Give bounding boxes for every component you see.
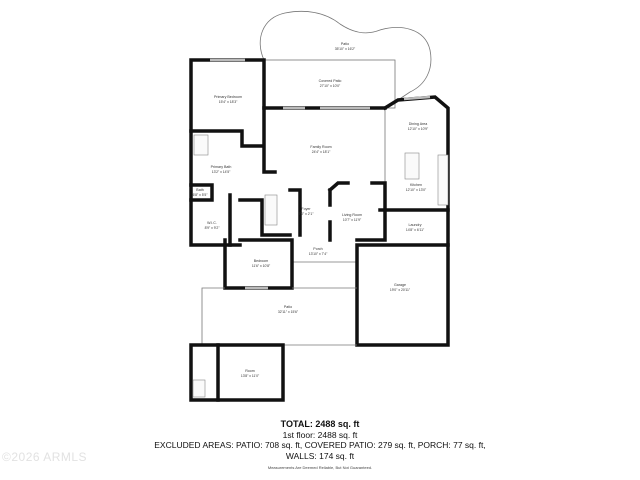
room-dims: 24'4" x 18'1" (312, 150, 331, 154)
room-name: W.I.C. (207, 221, 217, 225)
kitchen-counter (437, 154, 449, 206)
room-name: Primary Bath (211, 165, 232, 169)
excluded-areas: EXCLUDED AREAS: PATIO: 708 sq. ft, COVER… (154, 440, 486, 450)
room-name: Room (245, 369, 255, 373)
room-dims: 32'11" x 15'6" (278, 310, 299, 314)
room-name: Living Room (342, 213, 362, 217)
room-dims: 27'10" x 10'0" (320, 84, 341, 88)
room-dims: 7'0" x 2'1" (299, 212, 315, 216)
room-dims: 11'6" x 10'8" (252, 264, 271, 268)
room-labels: Patio 35'10" x 16'2" Covered Patio 27'10… (193, 42, 429, 378)
room-walls (189, 343, 285, 402)
room-dims: 14'8" x 6'11" (406, 228, 425, 232)
floor-area: 1st floor: 2488 sq. ft (282, 430, 358, 440)
room-name: Kitchen (410, 183, 422, 187)
room-name: Patio (341, 42, 349, 46)
watermark: ©2026 ARMLS (2, 450, 88, 464)
porch-outline (291, 240, 357, 263)
kitchen-island (404, 152, 420, 180)
room-dims: 13'10" x 7'4" (309, 252, 328, 256)
patio-outline (259, 10, 432, 101)
bathtub (264, 194, 278, 226)
wall (382, 95, 450, 247)
wall (262, 106, 387, 174)
room-name: Patio (284, 305, 292, 309)
room-dims: 12'10" x 10'9" (408, 127, 429, 131)
wall (288, 181, 387, 242)
room-name: Bedroom (254, 259, 269, 263)
room-dims: 6'8" x 5'5" (193, 193, 209, 197)
window (403, 95, 431, 101)
room-dims: 13'2" x 14'5" (212, 170, 231, 174)
walls-area: WALLS: 174 sq. ft (285, 451, 355, 461)
wall (189, 183, 292, 247)
room-dims: 8'9" x 9'2" (205, 226, 221, 230)
room-name: Bath (196, 188, 203, 192)
bathtub (192, 379, 206, 398)
room-dims: 35'10" x 16'2" (335, 47, 356, 51)
room-dims: 10'7" x 11'9" (343, 218, 362, 222)
room-name: Garage (394, 283, 406, 287)
room-name: Family Room (310, 145, 331, 149)
room-name: Foyer (301, 207, 311, 211)
total-area: TOTAL: 2488 sq. ft (280, 419, 360, 429)
room-dims: 15'4" x 18'3" (219, 100, 238, 104)
disclaimer: Measurements Are Deemed Reliable, But No… (267, 465, 373, 470)
room-name: Primary Bedroom (214, 95, 242, 99)
garage-walls (355, 243, 450, 347)
room-name: Covered Patio (319, 79, 342, 83)
patio-outline (201, 287, 357, 346)
room-dims: 19'0" x 20'11" (390, 288, 411, 292)
bathtub (193, 134, 209, 156)
room-name: Dining Area (409, 122, 428, 126)
room-dims: 12'10" x 13'0" (406, 188, 427, 192)
room-dims: 13'8" x 11'0" (241, 374, 260, 378)
room-name: Porch (313, 247, 322, 251)
room-name: Laundry (409, 223, 422, 227)
wall (189, 129, 264, 148)
